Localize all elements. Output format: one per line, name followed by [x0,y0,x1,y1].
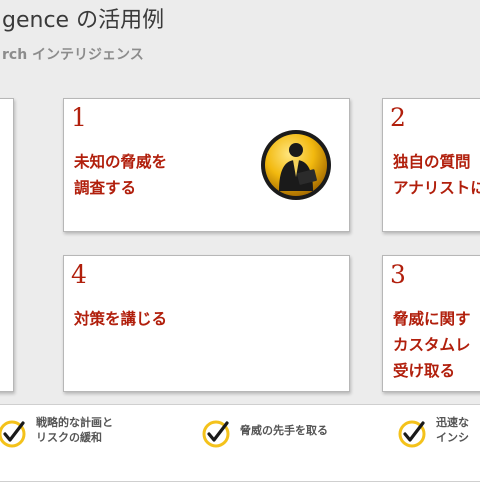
step-text: 脅威に関す カスタムレ 受け取る [393,310,471,380]
step-card-2[interactable]: 2 独自の質問 アナリストに [382,98,480,232]
business-person-badge-icon [261,130,331,200]
step-number: 4 [71,260,87,289]
step-text: 未知の脅威を 調査する [74,153,168,197]
checkmark-icon [398,420,426,448]
benefit-text: 迅速な インシ [436,416,469,444]
step-number: 1 [71,103,87,132]
step-text: 対策を講じる [74,310,168,328]
benefit-text: 戦略的な計画と リスクの緩和 [36,416,113,444]
page-subtitle: rch インテリジェンス [2,47,144,63]
step-number: 2 [390,103,406,132]
step-text: 独自の質問 アナリストに [393,153,480,197]
step-card-1[interactable]: 1 未知の脅威を 調査する [63,98,350,232]
benefits-bar: 戦略的な計画と リスクの緩和 脅威の先手を取る 迅速な インシ [0,404,480,482]
checkmark-icon [0,420,26,448]
page-title: gence の活用例 [2,8,165,33]
checkmark-icon [202,420,230,448]
step-number: 3 [390,260,406,289]
step-card-4[interactable]: 4 対策を講じる [63,255,350,392]
card-partial-left [0,98,14,392]
benefit-text: 脅威の先手を取る [240,424,328,437]
step-card-3[interactable]: 3 脅威に関す カスタムレ 受け取る [382,255,480,392]
